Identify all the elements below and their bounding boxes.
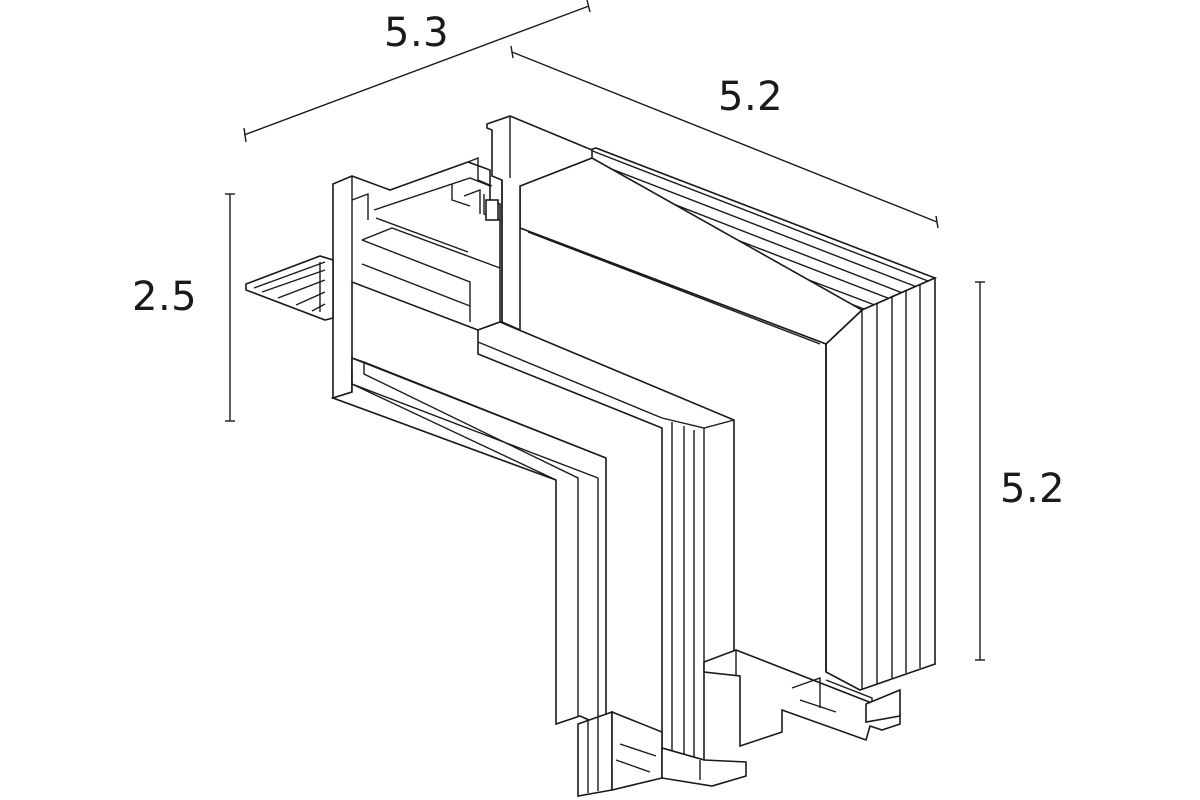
bottom-feet xyxy=(577,688,901,797)
top-notch-details xyxy=(463,156,499,221)
dimension-right-height: 5.2 xyxy=(975,281,1065,661)
right-rail-front-face xyxy=(825,276,936,691)
dimension-label-left-height: 2.5 xyxy=(132,274,197,320)
dimension-top-left: 5.3 xyxy=(243,0,591,143)
corner-connector xyxy=(245,115,938,797)
dimension-left-height: 2.5 xyxy=(132,193,235,422)
dimension-top-right: 5.2 xyxy=(510,45,939,229)
dimension-label-top-right: 5.2 xyxy=(718,74,783,120)
front-frame-centre xyxy=(477,321,735,762)
front-frame-left-arm xyxy=(330,356,607,726)
dimension-label-top-left: 5.3 xyxy=(384,10,449,56)
dimension-label-right-height: 5.2 xyxy=(1000,466,1065,512)
left-extension-rail xyxy=(245,255,334,321)
